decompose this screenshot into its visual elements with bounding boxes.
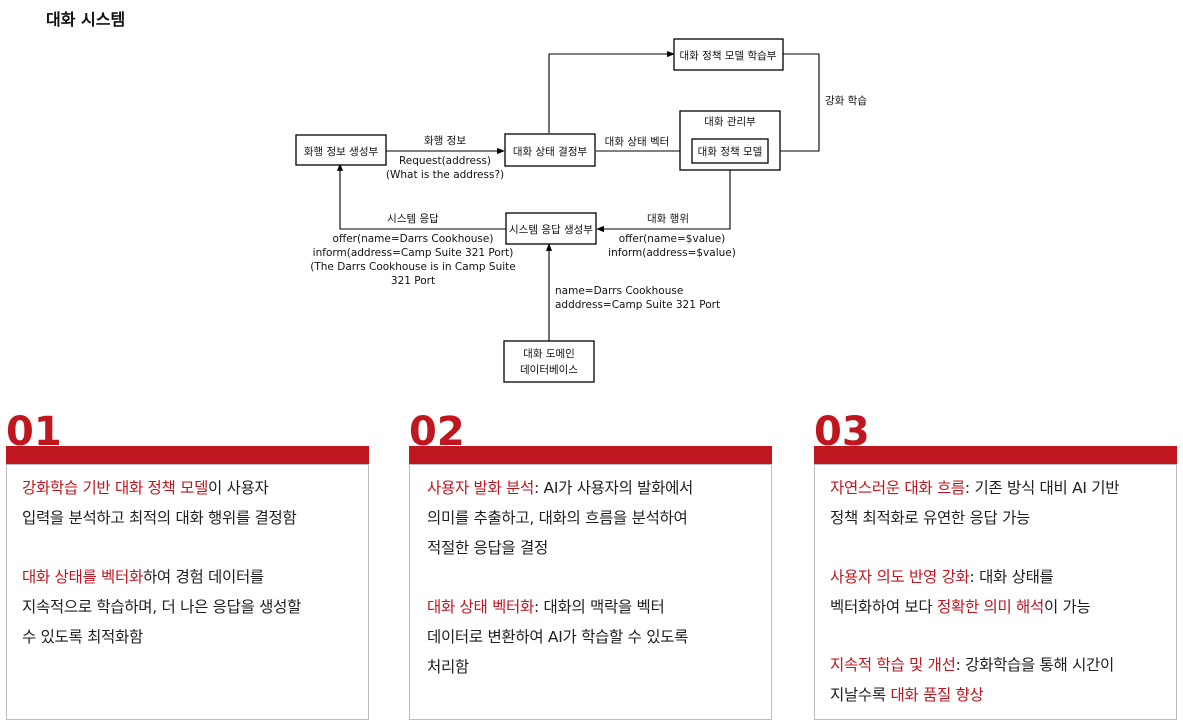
card-3 [814, 464, 1177, 720]
svg-text:대화 정책 모델: 대화 정책 모델 [698, 146, 763, 158]
edge-response-to-speech [336, 163, 506, 230]
label-action-1: offer(name=$value) [619, 233, 726, 245]
card-2 [409, 464, 772, 720]
label-response-4: 321 Port [391, 275, 435, 287]
card-2-number: 02 [409, 409, 465, 455]
node-response-generator: 시스템 응답 생성부 [505, 212, 597, 245]
card-3-paragraph-3: 지속적 학습 및 개선: 강화학습을 통해 시간이 지날수록 대화 품질 향상 [830, 656, 1114, 704]
card-2-paragraph-2: 대화 상태 벡터화: 대화의 맥락을 벡터 데이터로 변환하여 AI가 학습할 … [427, 598, 689, 676]
card-1-paragraph-2: 대화 상태를 벡터화하여 경험 데이터를 지속적으로 학습하며, 더 나은 응답… [22, 568, 302, 646]
label-reinforcement: 강화 학습 [825, 95, 867, 107]
card-2-bar [409, 446, 772, 464]
node-policy-model: 대화 정책 모델 [691, 138, 769, 164]
edge-learner-to-policy [768, 53, 820, 155]
node-state-decider: 대화 상태 결정부 [504, 133, 596, 167]
node-domain-database: 대화 도메인 데이터베이스 [503, 340, 595, 383]
label-db-1: name=Darrs Cookhouse [555, 285, 683, 297]
svg-text:대화 상태 결정부: 대화 상태 결정부 [513, 146, 588, 158]
card-1-paragraph-1: 강화학습 기반 대화 정책 모델이 사용자 입력을 분석하고 최적의 대화 행위… [22, 479, 297, 527]
svg-text:화행 정보 생성부: 화행 정보 생성부 [304, 146, 379, 158]
label-action-2: inform(address=$value) [608, 247, 736, 259]
node-speech-generator: 화행 정보 생성부 [295, 134, 387, 166]
label-speech-info: 화행 정보 [424, 135, 466, 147]
label-response-2: inform(address=Camp Suite 321 Port) [313, 247, 514, 259]
label-system-response: 시스템 응답 [387, 213, 439, 225]
svg-text:대화 정책 모델 학습부: 대화 정책 모델 학습부 [680, 50, 777, 62]
card-1-number: 01 [6, 409, 62, 455]
label-response-3: (The Darrs Cookhouse is in Camp Suite [310, 261, 515, 273]
card-1-bar [6, 446, 369, 464]
dialog-system-diagram: 화행 정보 생성부 대화 상태 결정부 대화 정책 모델 학습부 대화 관리부 … [295, 38, 867, 383]
card-3-number: 03 [814, 409, 870, 455]
svg-text:데이터베이스: 데이터베이스 [520, 364, 578, 376]
label-request-2: (What is the address?) [386, 169, 504, 181]
label-request-1: Request(address) [399, 155, 491, 167]
node-policy-learner: 대화 정책 모델 학습부 [673, 38, 784, 71]
label-db-2: adddress=Camp Suite 321 Port [555, 299, 720, 311]
card-3-bar [814, 446, 1177, 464]
card-3-paragraph-2: 사용자 의도 반영 강화: 대화 상태를 벡터화하여 보다 정확한 의미 해석이… [830, 568, 1091, 616]
label-dialog-action: 대화 행위 [647, 212, 689, 225]
card-1 [6, 464, 369, 720]
svg-text:시스템 응답 생성부: 시스템 응답 생성부 [509, 224, 593, 236]
page-title: 대화 시스템 [46, 10, 126, 29]
edge-manager-to-response [596, 170, 731, 233]
label-state-vector: 대화 상태 벡터 [605, 136, 670, 148]
svg-text:대화 관리부: 대화 관리부 [704, 116, 756, 128]
card-2-paragraph-1: 사용자 발화 분석: AI가 사용자의 발화에서 의미를 추출하고, 대화의 흐… [427, 479, 694, 557]
card-3-paragraph-1: 자연스러운 대화 흐름: 기존 방식 대비 AI 기반 정책 최적화로 유연한 … [830, 479, 1120, 527]
label-response-1: offer(name=Darrs Cookhouse) [333, 233, 494, 245]
edge-state-to-learner [548, 50, 675, 133]
svg-text:대화 도메인: 대화 도메인 [523, 348, 575, 360]
